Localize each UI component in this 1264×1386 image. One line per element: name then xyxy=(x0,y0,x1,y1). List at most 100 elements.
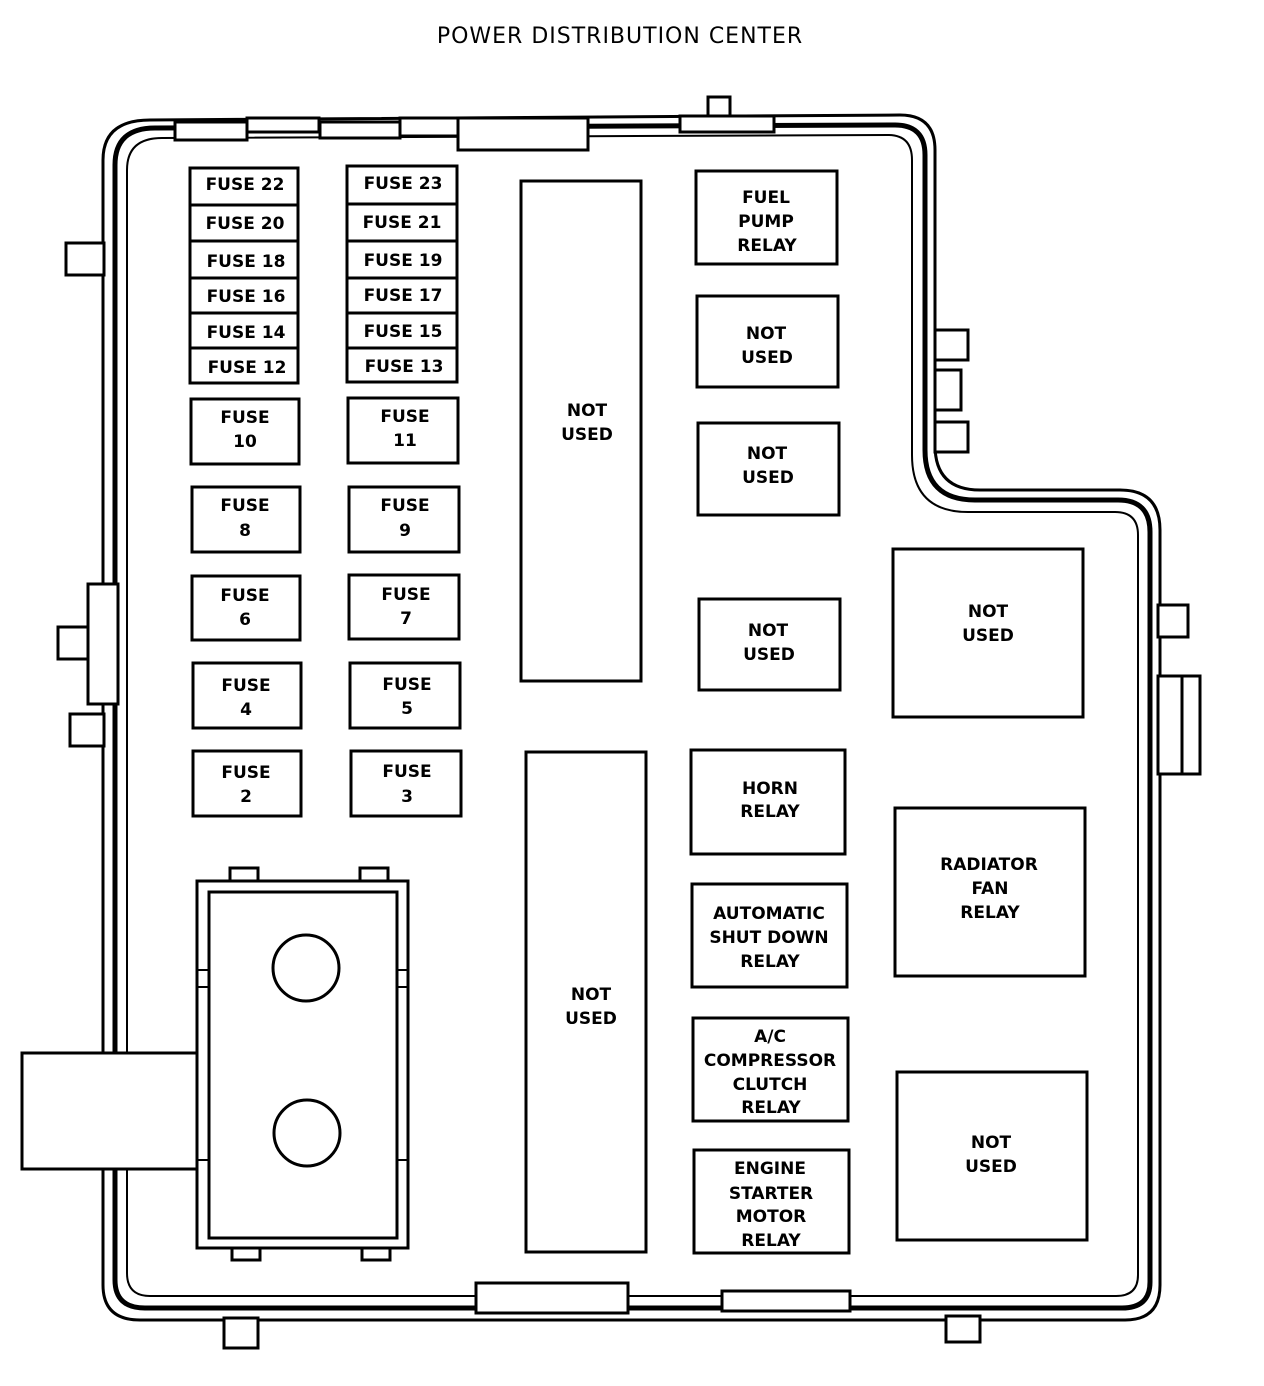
right-relay-bottom-line1: NOT xyxy=(971,1133,1012,1153)
bottom-latch-2 xyxy=(720,1289,852,1313)
fuse-9-line2: 9 xyxy=(399,521,411,541)
right-bracket xyxy=(1156,674,1184,776)
fuse-5-line2: 5 xyxy=(401,699,413,719)
asd-relay-line2: SHUT DOWN xyxy=(709,928,828,948)
relay-not-used-3-line2: USED xyxy=(743,645,795,665)
terminal-block-inner xyxy=(207,890,399,1240)
radiator-fan-relay: RADIATOR FAN RELAY xyxy=(893,806,1087,978)
horn-relay-line1: HORN xyxy=(742,779,798,799)
ac-relay-line4: RELAY xyxy=(741,1098,801,1118)
right-relay-bottom-line2: USED xyxy=(965,1157,1017,1177)
fuse-6-line1: FUSE xyxy=(220,586,269,606)
radiator-fan-relay-line3: RELAY xyxy=(960,903,1020,923)
right-relay-not-used-bottom: NOT USED xyxy=(895,1070,1089,1242)
center-slot-bottom-line1: NOT xyxy=(571,985,612,1005)
ac-relay-line1: A/C xyxy=(754,1027,786,1047)
fuse-21-label: FUSE 21 xyxy=(363,213,442,233)
small-fuse-block-right xyxy=(345,164,459,384)
fuse-3: FUSE 3 xyxy=(349,749,463,818)
fuse-2-line1: FUSE xyxy=(221,763,270,783)
top-pin xyxy=(706,95,732,119)
small-fuse-column-left: FUSE 22 FUSE 20 FUSE 18 FUSE 16 FUSE 14 … xyxy=(188,166,300,385)
right-tab-4 xyxy=(1156,603,1190,639)
fuse-8-line2: 8 xyxy=(239,521,251,541)
fuse-12-label: FUSE 12 xyxy=(208,358,287,378)
fuse-11-line1: FUSE xyxy=(380,407,429,427)
left-bracket xyxy=(86,582,120,706)
small-fuse-column-right: FUSE 23 FUSE 21 FUSE 19 FUSE 17 FUSE 15 … xyxy=(345,164,459,384)
fuse-8-line1: FUSE xyxy=(220,496,269,516)
terminal-stud-upper xyxy=(271,933,341,1003)
fuse-8: FUSE 8 xyxy=(190,485,302,554)
horn-relay-line2: RELAY xyxy=(740,802,800,822)
left-tab-1 xyxy=(64,241,106,277)
right-tab-1 xyxy=(933,328,970,362)
fuel-pump-relay-line1: FUEL xyxy=(742,188,790,208)
fuel-pump-relay: FUEL PUMP RELAY xyxy=(694,169,839,266)
fuse-5: FUSE 5 xyxy=(348,661,462,730)
diagram-title: POWER DISTRIBUTION CENTER xyxy=(437,24,803,49)
large-fuses-left: FUSE 10 FUSE 8 FUSE 6 FUSE 4 FUSE 2 xyxy=(189,397,303,818)
horn-relay: HORN RELAY xyxy=(689,748,847,856)
fuse-9: FUSE 9 xyxy=(347,485,461,554)
relay-not-used-2-line2: USED xyxy=(742,468,794,488)
top-latch-1 xyxy=(173,120,249,142)
relay-not-used-3-line1: NOT xyxy=(748,621,789,641)
fuse-10-line1: FUSE xyxy=(220,408,269,428)
fuse-11-line2: 11 xyxy=(393,431,417,451)
fuse-10-line2: 10 xyxy=(233,432,257,452)
terminal-block xyxy=(195,866,410,1262)
starter-relay-line1: ENGINE xyxy=(734,1159,806,1179)
top-latch-3 xyxy=(318,120,402,140)
fuse-15-label: FUSE 15 xyxy=(364,322,443,342)
engine-starter-motor-relay: ENGINE STARTER MOTOR RELAY xyxy=(692,1148,851,1255)
fuse-5-line1: FUSE xyxy=(382,675,431,695)
ac-compressor-clutch-relay: A/C COMPRESSOR CLUTCH RELAY xyxy=(691,1016,850,1123)
fuse-11: FUSE 11 xyxy=(346,396,460,465)
small-fuse-block-left xyxy=(188,166,300,385)
fuse-3-line2: 3 xyxy=(401,787,413,807)
fuse-14-label: FUSE 14 xyxy=(207,323,286,343)
fuse-7-line2: 7 xyxy=(400,609,412,629)
fuse-2-line2: 2 xyxy=(240,787,252,807)
left-tab-2 xyxy=(56,625,90,661)
fuse-17-label: FUSE 17 xyxy=(364,286,443,306)
housing-tabs xyxy=(20,95,1202,1350)
large-fuses-right: FUSE 11 FUSE 9 FUSE 7 FUSE 5 FUSE 3 xyxy=(346,396,463,818)
top-latch-2 xyxy=(245,116,321,134)
cable-clamp xyxy=(20,1051,199,1171)
starter-relay-line2: STARTER xyxy=(729,1184,813,1204)
right-tab-3 xyxy=(933,420,970,454)
asd-relay-line3: RELAY xyxy=(740,952,800,972)
automatic-shutdown-relay: AUTOMATIC SHUT DOWN RELAY xyxy=(690,882,849,989)
center-slot-bottom-line2: USED xyxy=(565,1009,617,1029)
fuse-20-label: FUSE 20 xyxy=(206,214,285,234)
relay-not-used-1: NOT USED xyxy=(695,294,840,389)
fuse-3-line1: FUSE xyxy=(382,762,431,782)
ac-relay-line2: COMPRESSOR xyxy=(704,1051,836,1071)
right-relay-top-line1: NOT xyxy=(968,602,1009,622)
fuse-7: FUSE 7 xyxy=(347,573,461,641)
starter-relay-line4: RELAY xyxy=(741,1231,801,1251)
terminal-stud-lower xyxy=(272,1098,342,1168)
fuse-2: FUSE 2 xyxy=(191,749,303,818)
fuse-9-line1: FUSE xyxy=(380,496,429,516)
bottom-tab-left xyxy=(222,1316,260,1350)
asd-relay-line1: AUTOMATIC xyxy=(713,904,825,924)
fuse-16-label: FUSE 16 xyxy=(207,287,286,307)
center-slot-bottom: NOT USED xyxy=(524,750,648,1254)
top-latch-right xyxy=(678,114,776,134)
relay-not-used-1-line1: NOT xyxy=(746,324,787,344)
relay-not-used-1-line2: USED xyxy=(741,348,793,368)
fuel-pump-relay-line3: RELAY xyxy=(737,236,797,256)
right-relay-top-line2: USED xyxy=(962,626,1014,646)
right-bracket-cap xyxy=(1180,674,1202,776)
fuse-23-label: FUSE 23 xyxy=(364,174,443,194)
fuse-4: FUSE 4 xyxy=(191,661,303,730)
bottom-latch-1 xyxy=(474,1281,630,1315)
fuse-4-line2: 4 xyxy=(240,700,252,720)
top-latch-center xyxy=(456,116,590,152)
starter-relay-line3: MOTOR xyxy=(736,1207,807,1227)
fuse-6: FUSE 6 xyxy=(190,574,302,642)
